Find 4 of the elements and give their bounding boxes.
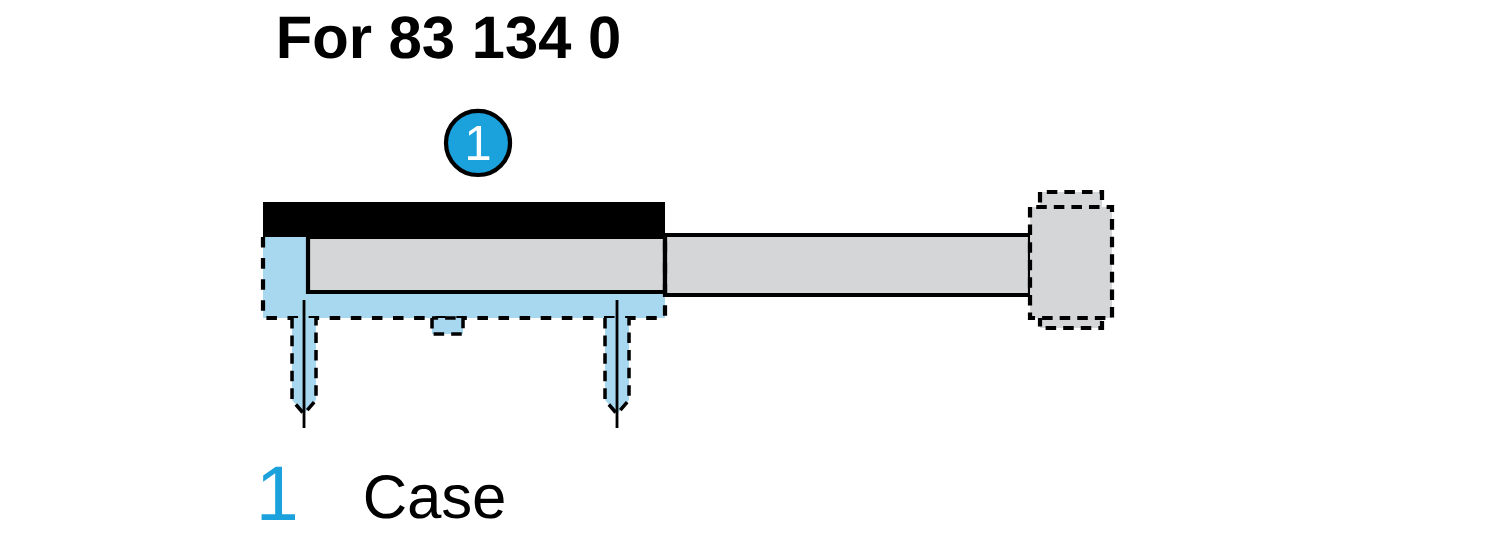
part-number: 1 xyxy=(261,466,295,520)
callout-number: 1 xyxy=(443,108,513,178)
page-title: For 83 134 0 xyxy=(279,16,619,59)
part-name: Case xyxy=(365,475,504,519)
